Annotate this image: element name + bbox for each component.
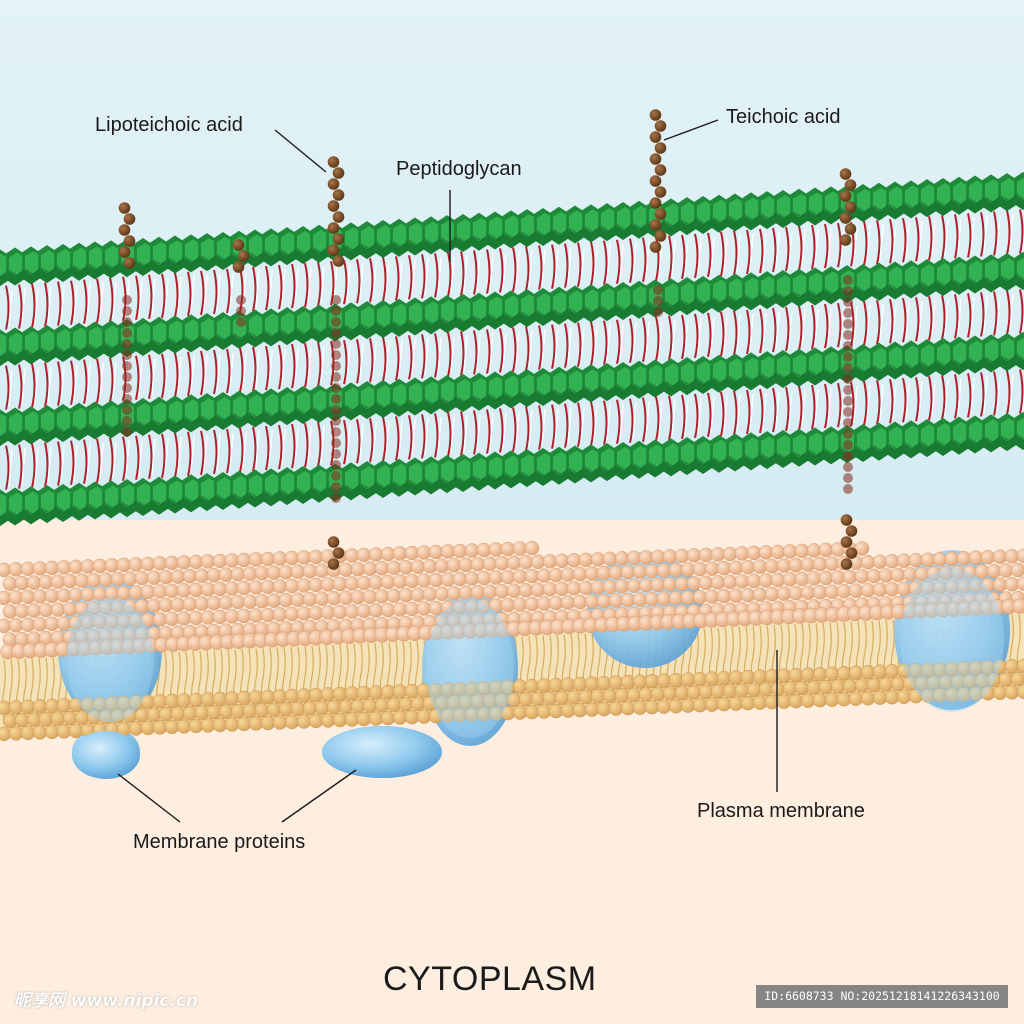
chain-through-wall [843, 275, 853, 494]
membrane-protein-overlay [66, 598, 154, 722]
peptide-crosslinks [5, 369, 1024, 490]
peptide-crosslinks [5, 209, 1024, 330]
membrane-protein-overlay [426, 598, 514, 738]
lipid-heads-outer [0, 540, 1024, 647]
label-peptidoglycan: Peptidoglycan [396, 158, 522, 180]
watermark-site: 昵享网 www.nipic.cn [14, 991, 199, 1011]
chain-through-wall [653, 285, 663, 317]
label-teichoic-acid: Teichoic acid [726, 106, 841, 128]
peptide-crosslinks [5, 289, 1024, 410]
leader-lines [117, 119, 778, 823]
chain-through-wall [331, 295, 341, 503]
membrane-front [0, 568, 1024, 779]
lipoteichoic-chain [327, 536, 345, 570]
lipoteichoic-chain [840, 514, 858, 570]
peripheral-protein [322, 726, 442, 778]
membrane-protein-overlay [900, 568, 1004, 712]
lipid-heads-inner [0, 658, 1024, 742]
teichoic-chain [839, 168, 857, 246]
chain-through-wall [236, 295, 246, 327]
teichoic-chains [118, 109, 858, 570]
teichoic-chain [232, 239, 250, 273]
peptidoglycan-layer [0, 171, 1024, 527]
lipoteichoic-chain [327, 156, 345, 267]
leader-lipoteichoic [274, 129, 327, 173]
teichoic-chain [649, 109, 667, 253]
leader-protein-left [117, 773, 181, 823]
chain-through-wall [122, 295, 132, 437]
label-lipoteichoic-acid: Lipoteichoic acid [95, 114, 243, 136]
label-membrane-proteins: Membrane proteins [133, 831, 306, 853]
leader-protein-right [281, 769, 357, 823]
leader-teichoic [663, 119, 719, 141]
label-cytoplasm: CYTOPLASM [383, 960, 597, 998]
label-plasma-membrane: Plasma membrane [697, 800, 865, 822]
watermark-id: ID:6608733 NO:20251218141226343100 [756, 985, 1008, 1008]
glycan-strand [0, 251, 1024, 367]
glycan-strand [0, 411, 1024, 527]
teichoic-chain [118, 202, 136, 269]
peripheral-protein [72, 731, 140, 779]
